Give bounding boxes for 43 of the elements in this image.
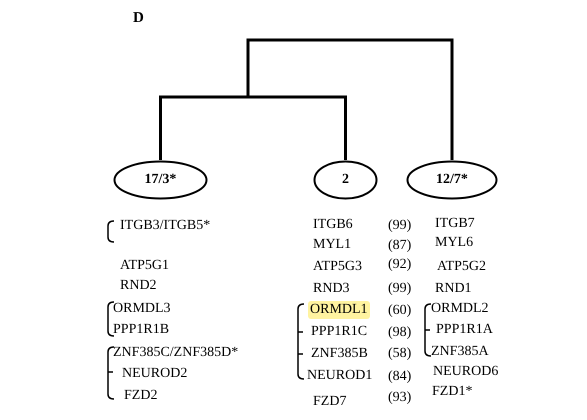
gene-name: ATP5G1: [120, 257, 170, 275]
gene-name: ITGB3/ITGB5*: [120, 217, 210, 235]
score-value: (87): [388, 237, 412, 255]
gene-name: MYL1: [313, 236, 352, 254]
cluster-label: 12/7*: [435, 171, 469, 189]
cluster-label: 17/3*: [144, 171, 178, 189]
score-value: (60): [388, 302, 412, 320]
gene-name: ORMDL3: [113, 300, 171, 318]
gene-name: NEUROD1: [307, 367, 372, 385]
gene-name: NEUROD2: [122, 365, 188, 383]
cluster-label: 2: [341, 171, 350, 189]
gene-name: RND1: [435, 280, 472, 298]
gene-name: ZNF385A: [431, 343, 489, 361]
gene-name: ZNF385C/ZNF385D*: [113, 344, 238, 362]
score-value: (99): [388, 217, 412, 235]
score-value: (99): [388, 280, 412, 298]
score-value: (84): [388, 368, 412, 386]
cluster-ellipse: [113, 160, 208, 200]
score-value: (58): [388, 345, 412, 363]
gene-name: NEUROD6: [433, 363, 498, 381]
gene-name: RND3: [313, 280, 350, 298]
tree-branch-line: [246, 38, 454, 160]
gene-name: ORMDL2: [431, 300, 489, 318]
score-value: (92): [388, 256, 412, 274]
highlighted-gene-name: ORMDL1: [308, 301, 370, 319]
gene-name: ATP5G2: [437, 258, 486, 276]
gene-name: MYL6: [435, 234, 474, 252]
gene-name: PPP1R1A: [436, 321, 493, 339]
gene-name: FZD2: [124, 387, 158, 405]
gene-name: FZD1*: [432, 383, 472, 401]
gene-name: PPP1R1B: [113, 321, 170, 339]
score-value: (98): [388, 324, 412, 342]
gene-name: ITGB7: [435, 215, 475, 233]
gene-name: FZD7: [313, 393, 346, 411]
gene-name: ATP5G3: [313, 258, 362, 276]
cluster-ellipse: [406, 160, 498, 200]
gene-name: RND2: [120, 277, 157, 295]
panel-letter: D: [133, 9, 144, 27]
gene-name: PPP1R1C: [311, 323, 368, 341]
cluster-ellipse: [313, 160, 378, 200]
gene-name: ITGB6: [313, 216, 353, 234]
gene-name: ZNF385B: [311, 345, 368, 363]
score-value: (93): [388, 389, 412, 407]
